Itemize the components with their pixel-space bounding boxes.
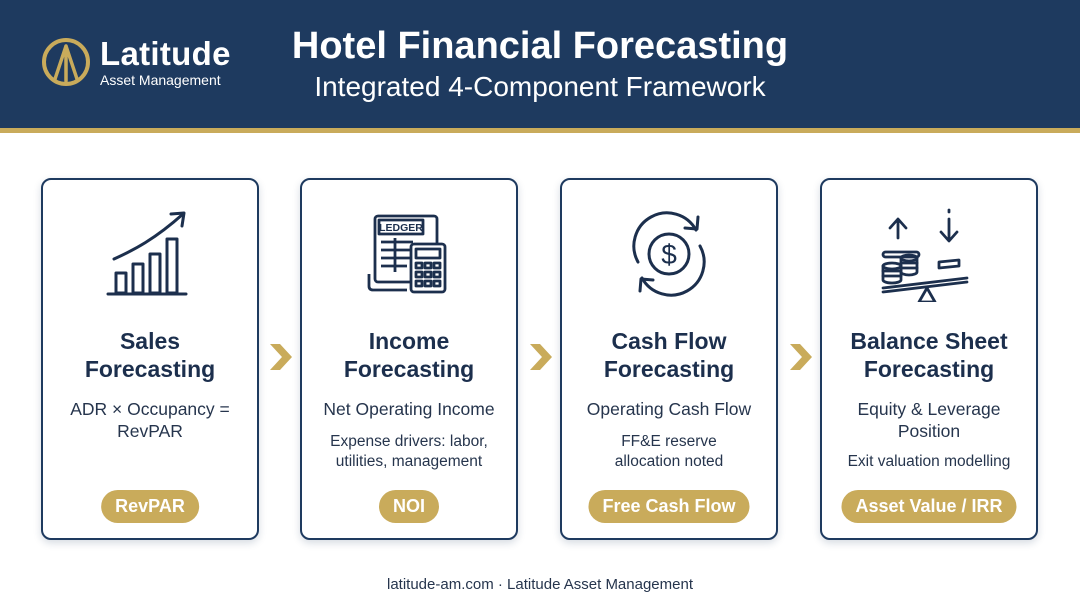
header-gold-rule (0, 128, 1080, 133)
compass-logo-icon (42, 38, 90, 86)
card-title-text: Balance Sheet Forecasting (850, 328, 1008, 382)
footer-text[interactable]: latitude-am.com · Latitude Asset Managem… (387, 576, 693, 593)
output-badge-asset-value-irr: Asset Value / IRR (841, 490, 1017, 523)
card-income-forecasting: LEDGER Income Forecasting Net Operating … (300, 178, 518, 540)
page-subtitle: Integrated 4-Component Framework (314, 71, 766, 102)
output-badge-revpar: RevPAR (101, 490, 199, 523)
card-title: Balance Sheet Forecasting (828, 327, 1030, 383)
brand-logo[interactable]: Latitude Asset Management (40, 36, 231, 88)
card-detail-line: FF&E reserve allocation noted (614, 433, 724, 470)
card-detail-text: FF&E reserve allocation noted (568, 432, 770, 472)
brand-tagline: Asset Management (100, 71, 221, 88)
card-detail-line: Expense drivers: labor, utilities, manag… (330, 433, 488, 470)
output-badge-free-cash-flow: Free Cash Flow (588, 490, 750, 523)
card-primary-text: Equity & Leverage Position (857, 399, 1001, 441)
card-detail-text: Exit valuation modelling (847, 453, 1011, 470)
card-title: Income Forecasting (308, 327, 510, 383)
card-cash-flow-forecasting: $ Cash Flow Forecasting Operating Cash F… (560, 178, 778, 540)
card-title: Cash Flow Forecasting (568, 327, 770, 383)
card-title-text: Cash Flow Forecasting (603, 328, 735, 382)
chevron-right-icon (270, 344, 292, 370)
header-banner: Latitude Asset Management Hotel Financia… (0, 0, 1080, 128)
card-balance-sheet-forecasting: Balance Sheet Forecasting Equity & Lever… (820, 178, 1038, 540)
card-primary-metric: Net Operating Income (323, 399, 495, 419)
card-title: Sales Forecasting (49, 327, 251, 383)
balance-scale-icon (881, 208, 969, 302)
card-primary-metric: ADR × Occupancy = RevPAR (49, 398, 251, 442)
chevron-right-icon (790, 344, 812, 370)
page-title: Hotel Financial Forecasting (291, 25, 789, 67)
growth-bar-chart-icon (106, 211, 188, 296)
card-detail-text: Expense drivers: labor, utilities, manag… (308, 432, 510, 472)
dollar-cycle-icon: $ (632, 211, 706, 297)
chevron-right-icon (530, 344, 552, 370)
card-primary-text: ADR × Occupancy = RevPAR (70, 399, 230, 441)
svg-text:$: $ (661, 239, 677, 270)
brand-name: Latitude (100, 34, 231, 72)
card-title-text: Sales Forecasting (84, 328, 216, 382)
card-sales-forecasting: Sales Forecasting ADR × Occupancy = RevP… (41, 178, 259, 540)
card-primary-metric: Equity & Leverage Position (828, 398, 1030, 442)
card-primary-metric: Operating Cash Flow (586, 399, 752, 419)
card-title-text: Income Forecasting (343, 328, 475, 382)
ledger-calculator-icon: LEDGER (367, 214, 447, 294)
output-badge-noi: NOI (378, 490, 440, 523)
ledger-label: LEDGER (379, 222, 423, 234)
